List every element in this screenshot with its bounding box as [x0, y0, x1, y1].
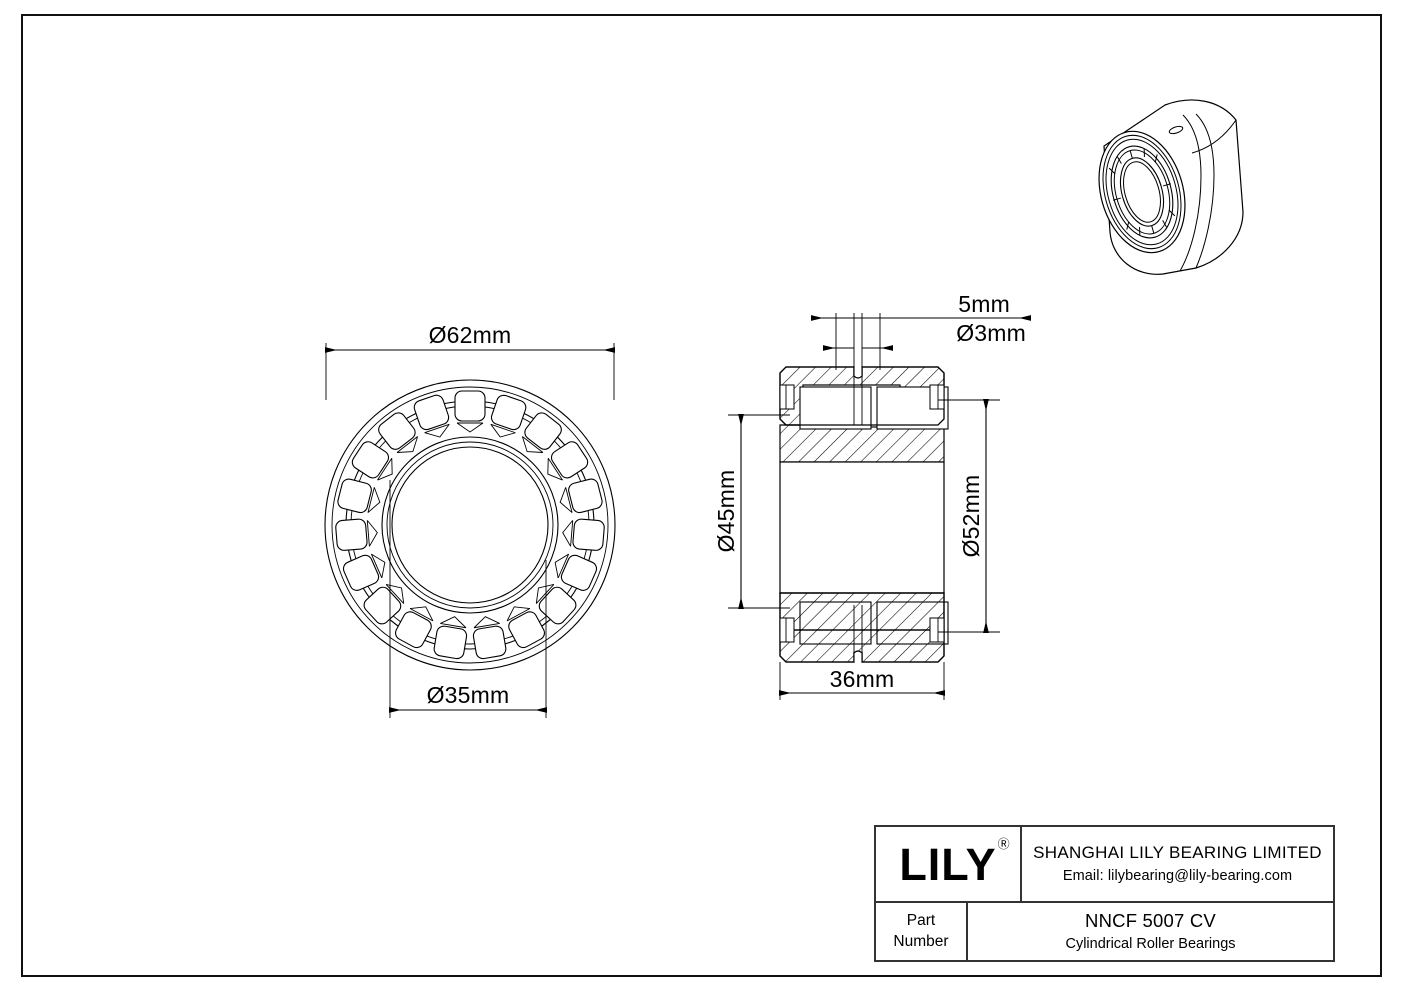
title-block-row-part: Part Number NNCF 5007 CV Cylindrical Rol… — [876, 903, 1333, 960]
part-number-label-cell: Part Number — [876, 903, 968, 960]
dim-label-bore-diameter: Ø35mm — [427, 682, 510, 708]
part-number-value-cell: NNCF 5007 CV Cylindrical Roller Bearings — [968, 903, 1333, 960]
roller-pocket-bottom-right — [876, 601, 949, 645]
part-label-line-2: Number — [893, 932, 949, 950]
lily-logo-text: LILY — [899, 838, 997, 890]
company-name: SHANGHAI LILY BEARING LIMITED — [1033, 843, 1322, 863]
dim-label-inner-race-od: Ø45mm — [713, 470, 739, 553]
dimension-width: 36mm — [779, 662, 945, 700]
company-info-cell: SHANGHAI LILY BEARING LIMITED Email: lil… — [1022, 827, 1333, 901]
title-block: LILY Ⓡ SHANGHAI LILY BEARING LIMITED Ema… — [874, 825, 1335, 962]
dimension-outer-race-id: Ø52mm — [938, 399, 1000, 633]
dim-label-groove-width: 5mm — [958, 291, 1010, 317]
roller-pocket-bottom-left — [799, 601, 872, 645]
dim-label-width: 36mm — [830, 666, 895, 692]
part-number-value: NNCF 5007 CV — [1085, 910, 1216, 932]
part-label-line-1: Part — [906, 911, 936, 929]
front-view — [324, 379, 616, 671]
roller-set — [335, 390, 605, 660]
dimension-bore-diameter: Ø35mm — [389, 480, 547, 718]
dim-label-outer-diameter: Ø62mm — [429, 322, 512, 348]
company-logo-cell: LILY Ⓡ — [876, 827, 1022, 901]
dim-label-outer-race-id: Ø52mm — [958, 475, 984, 558]
isometric-view — [1098, 99, 1244, 275]
title-block-row-company: LILY Ⓡ SHANGHAI LILY BEARING LIMITED Ema… — [876, 827, 1333, 903]
part-type-value: Cylindrical Roller Bearings — [1065, 936, 1236, 953]
section-view — [779, 366, 949, 663]
dimension-outer-diameter: Ø62mm — [325, 322, 615, 400]
registered-trademark-icon: Ⓡ — [997, 836, 1010, 851]
company-email: Email: lilybearing@lily-bearing.com — [1062, 867, 1293, 884]
dimension-inner-race-od: Ø45mm — [713, 414, 790, 609]
dim-label-groove-diameter: Ø3mm — [956, 320, 1026, 346]
dimension-groove: 5mm Ø3mm — [811, 291, 1031, 372]
